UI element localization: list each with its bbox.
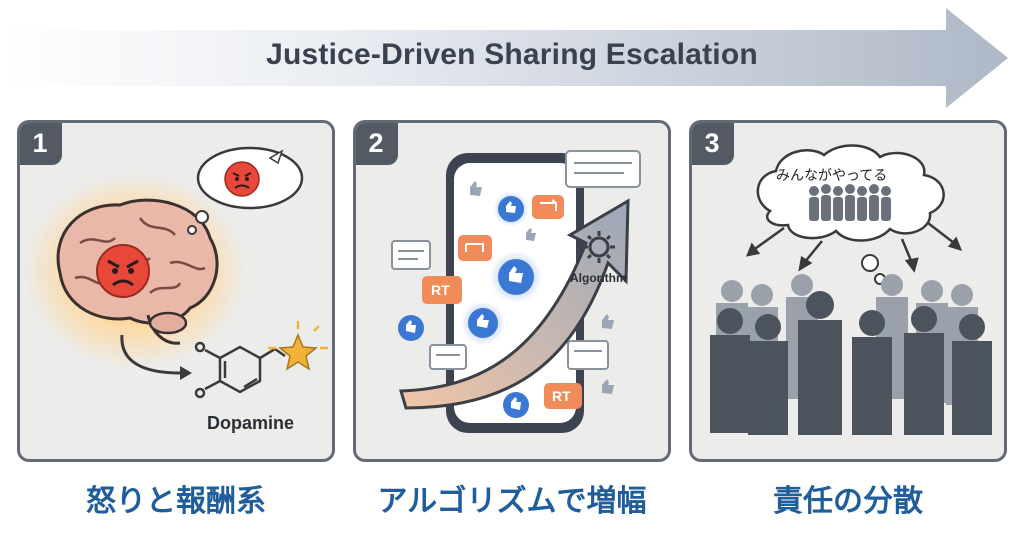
retweet-icon [458, 235, 492, 261]
panel-algorithm-amplify: 2 Algorithm RT RT [353, 120, 671, 462]
banner-title: Justice-Driven Sharing Escalation [266, 38, 758, 71]
thought-bubble [187, 146, 304, 235]
chat-bubble-icon [391, 150, 641, 370]
diffusion-arrows [745, 222, 963, 273]
like-icon [398, 315, 424, 341]
crowd-small [809, 184, 891, 221]
caption-anger-reward: 怒りと報酬系 [86, 484, 266, 519]
caption-diffusion-of-responsibility: 責任の分散 [773, 484, 923, 519]
panel-number-1: 1 [20, 123, 62, 165]
caption-algorithm-amplify: アルゴリズムで増幅 [377, 484, 647, 519]
star-icon [268, 321, 328, 371]
like-icon [490, 251, 542, 303]
thought-text: みんながやってる [776, 168, 888, 184]
dopamine-molecule-icon [194, 341, 286, 399]
growth-arrow [399, 198, 630, 410]
panel-2-illustration [391, 150, 641, 433]
panel-number-2: 2 [356, 123, 398, 165]
rt-label: RT [552, 388, 571, 404]
panel-diffusion-of-responsibility: 3 みんながやってる [689, 120, 1007, 462]
angry-face-icon [96, 244, 150, 298]
dopamine-label: Dopamine [207, 413, 295, 433]
retweet-bubble-rt [422, 276, 582, 409]
retweet-icon [532, 195, 564, 219]
like-icon [461, 301, 505, 345]
title-banner: Justice-Driven Sharing Escalation [0, 0, 1024, 115]
banner-arrow [0, 8, 1008, 108]
gear-icon [583, 231, 615, 263]
panel-3-illustration [710, 144, 992, 435]
like-icon [503, 392, 529, 418]
rt-label: RT [431, 282, 450, 298]
like-icon [493, 191, 529, 227]
panel-anger-reward: 1 Dopamine [17, 120, 335, 462]
person-silhouette-icon [710, 291, 992, 435]
flow-arrow [120, 334, 181, 375]
like-icon [470, 181, 614, 394]
panel-number-3: 3 [692, 123, 734, 165]
panel-1-illustration [23, 146, 328, 399]
algorithm-label: Algorithm [570, 271, 627, 285]
